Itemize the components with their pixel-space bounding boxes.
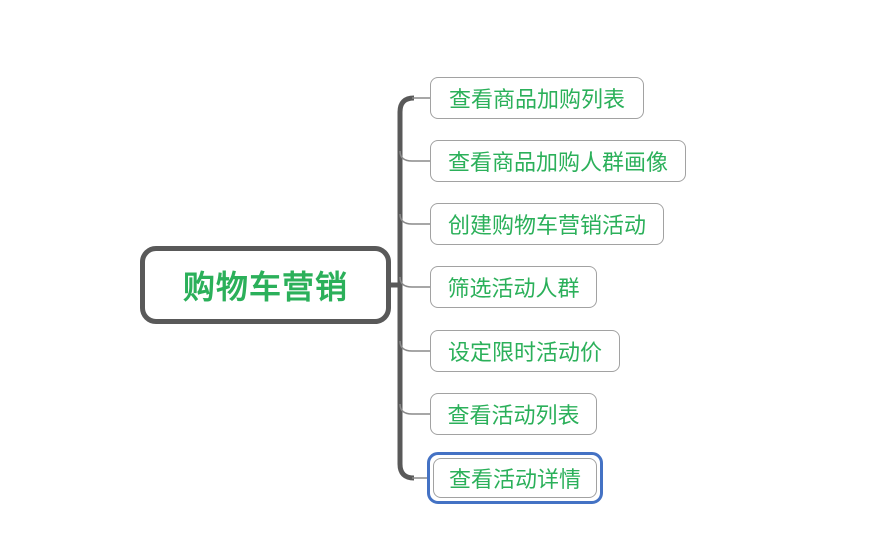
root-topic-label: 购物车营销 [182, 268, 348, 306]
topic-label: 查看活动列表 [447, 404, 580, 429]
topic-label: 筛选活动人群 [447, 277, 580, 302]
topic-label: 查看商品加购列表 [448, 88, 625, 113]
topic-node-create-campaign[interactable]: 创建购物车营销活动 [430, 203, 664, 245]
topic-label: 设定限时活动价 [447, 341, 602, 366]
topic-node-view-campaign-list[interactable]: 查看活动列表 [430, 393, 597, 435]
topic-label: 查看商品加购人群画像 [447, 151, 668, 176]
topic-node-set-limited-price[interactable]: 设定限时活动价 [430, 330, 620, 372]
topic-node-filter-audience[interactable]: 筛选活动人群 [430, 266, 597, 308]
spine-bracket-line [397, 95, 415, 481]
root-topic[interactable]: 购物车营销 [140, 246, 391, 324]
topic-node-view-campaign-detail[interactable]: 查看活动详情 [433, 458, 597, 498]
branch-line-4 [399, 276, 431, 288]
branch-line-2 [399, 150, 431, 162]
branch-line-5 [399, 340, 431, 352]
branch-line-6 [399, 403, 431, 415]
topic-label: 创建购物车营销活动 [447, 214, 646, 239]
topic-label: 查看活动详情 [448, 468, 581, 493]
topic-node-view-cart-add-list[interactable]: 查看商品加购列表 [430, 77, 644, 119]
branch-line-3 [399, 213, 431, 225]
topic-node-view-cart-add-audience[interactable]: 查看商品加购人群画像 [430, 140, 686, 182]
